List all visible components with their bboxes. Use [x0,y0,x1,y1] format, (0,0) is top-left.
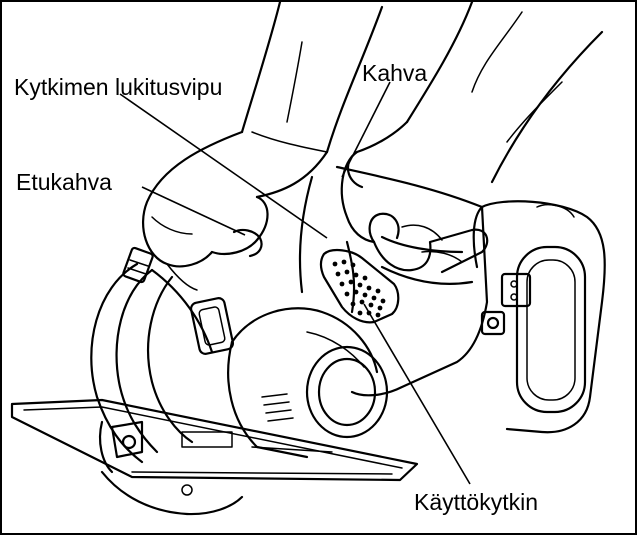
front-grip [189,297,235,355]
leader-handle [341,81,391,178]
left-arm [240,2,384,154]
label-trigger-switch: Käyttökytkin [414,489,538,515]
trigger-switch [319,248,400,324]
blade-guard [90,246,214,464]
label-front-grip: Etukahva [16,169,112,195]
motor-cap [227,307,389,459]
leader-lines [119,81,471,485]
saw-blade [100,470,244,516]
leader-trigger-switch [363,303,471,485]
battery-pack [472,200,606,434]
right-arm [346,2,604,189]
base-plate [10,398,419,482]
label-handle: Kahva [362,60,427,86]
leader-front-grip [141,186,246,236]
labels: Kytkimen lukitusvipu Kahva Etukahva Käyt… [14,60,538,515]
right-hand [340,150,489,274]
leader-switch-lock-lever [119,93,328,239]
label-switch-lock-lever: Kytkimen lukitusvipu [14,74,222,100]
left-hand [142,130,329,291]
saw-body [298,165,489,397]
